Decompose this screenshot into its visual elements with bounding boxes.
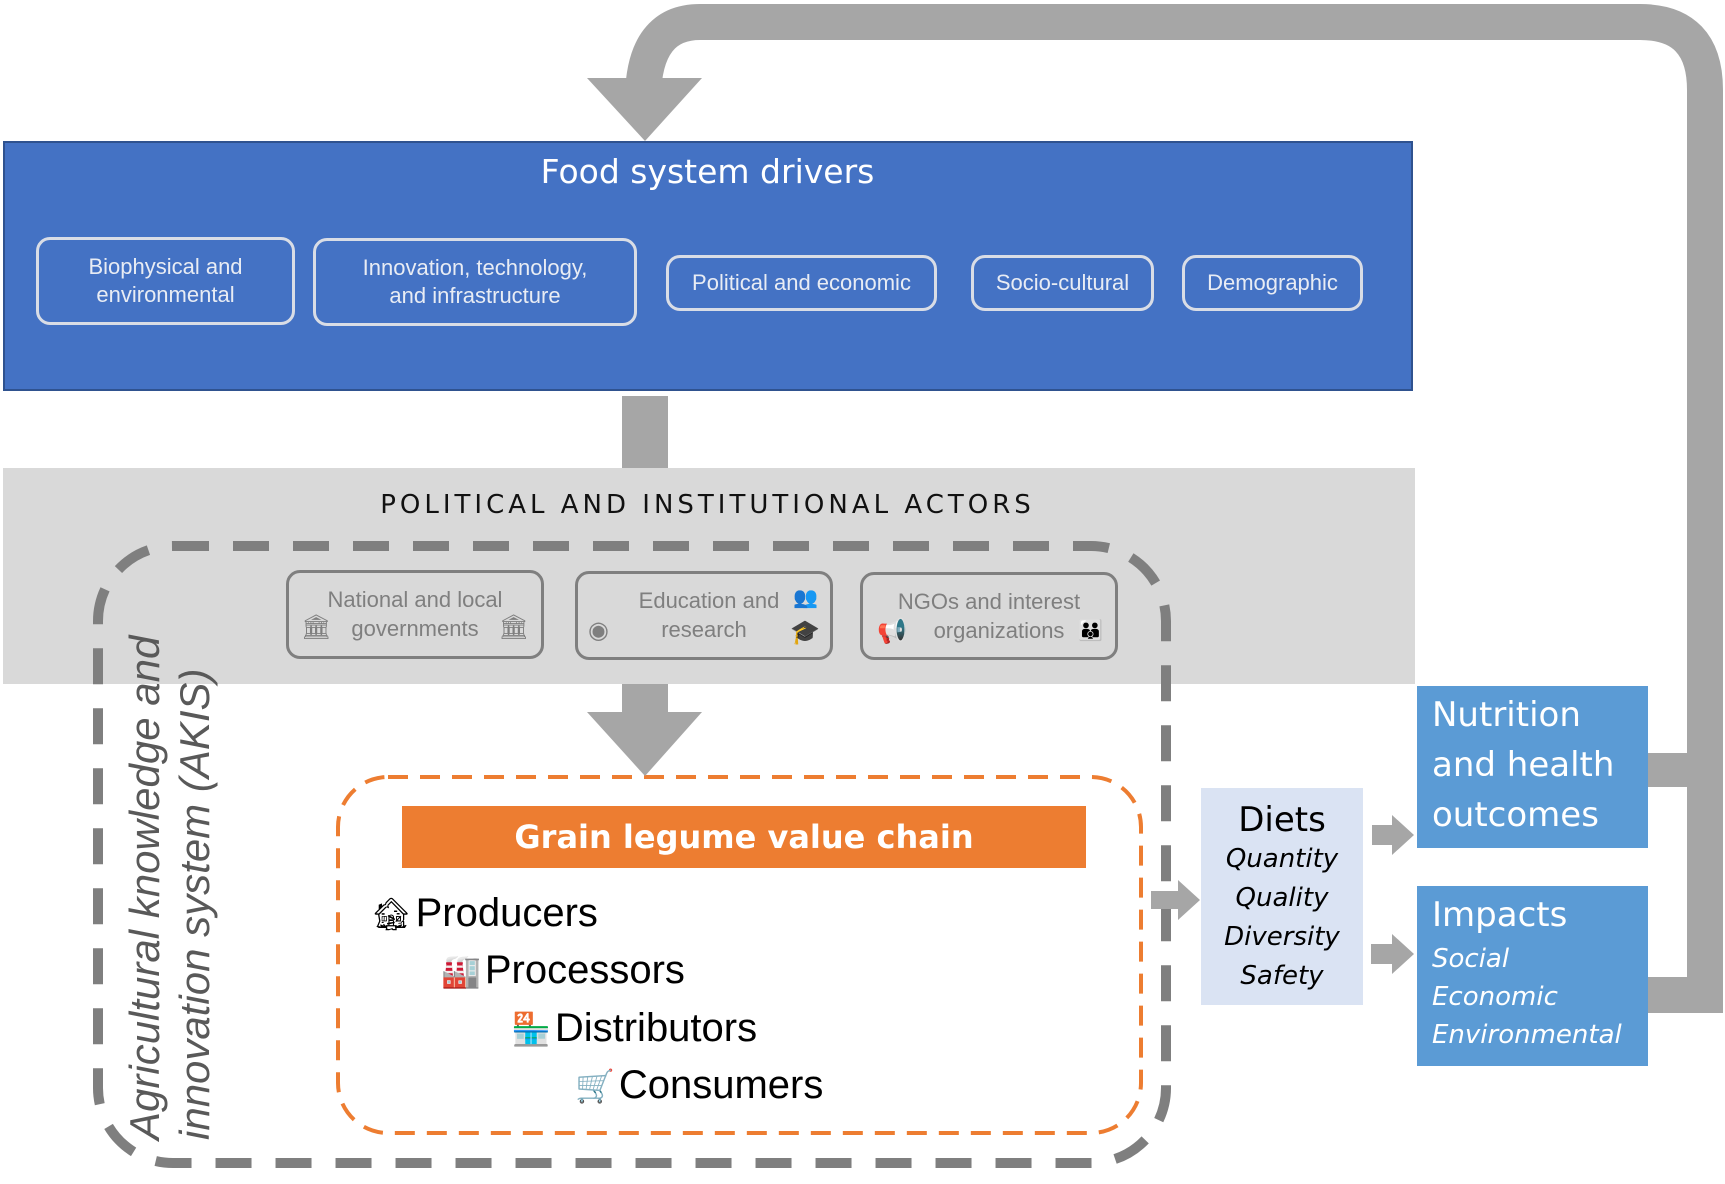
driver-innovation: Innovation, technology, and infrastructur… [313,238,637,326]
driver-label-line2: and infrastructure [389,283,561,308]
food-system-drivers-panel [3,141,1413,391]
stage-label: Processors [484,948,685,992]
value-chain-boundary [336,775,1143,1135]
stage-label: Distributors [554,1006,758,1050]
actor-governments: National and local governments 🏛 🏛 [286,570,544,659]
factory-icon: 🏭 [441,952,481,989]
actor-label-line2: organizations [933,618,1065,643]
diets-box: Diets Quantity Quality Diversity Safety [1201,788,1363,1005]
akis-boundary [93,541,1171,1168]
nutrition-line: and health [1432,745,1615,785]
value-chain-to-diets-arrow [1151,880,1200,920]
driver-label-line1: Biophysical and [88,254,243,279]
stage-label: Producers [415,891,598,935]
driver-label: Demographic [1207,270,1338,295]
impact-item: Economic [1432,982,1558,1012]
actor-education-research: Education and research 👥 ◉ 🎓 [575,571,833,660]
stage-producers: 🏚 Producers [371,891,598,936]
drivers-title: Food system drivers [540,152,875,191]
impact-item: Social [1432,944,1510,974]
actor-label-line1: Education and [638,588,780,613]
actor-label-line2: governments [351,616,479,641]
feedback-arrowhead [587,78,702,141]
driver-demographic: Demographic [1182,255,1363,311]
feedback-loop-arrow [625,3,1723,1013]
nutrition-health-outcomes-box: Nutrition and health outcomes [1417,686,1648,848]
diet-item: Diversity [1224,922,1340,952]
market-stall-icon: 🏪 [511,1010,551,1047]
akis-label-line2: innovation system (AKIS) [171,668,218,1140]
driver-political-economic: Political and economic [666,255,937,311]
akis-label: Agricultural knowledge and innovation sy… [120,636,220,1140]
driver-socio-cultural: Socio-cultural [971,255,1154,311]
stage-label: Consumers [618,1063,824,1107]
stage-processors: 🏭 Processors [441,948,685,993]
impacts-title: Impacts [1432,895,1568,935]
impacts-box: Impacts Social Economic Environmental [1417,886,1648,1066]
diets-to-impacts-arrow [1371,934,1414,974]
shopping-cart-icon: 🛒 [575,1067,615,1104]
actors-to-value-chain-shaft [622,684,668,714]
actor-label-line1: National and local [327,587,503,612]
actor-label-line2: research [661,617,747,642]
group-people-icon: 👪 [1078,620,1103,642]
megaphone-person-icon: 📢 [877,618,907,645]
diet-item: Quality [1235,883,1329,913]
actor-label-line1: NGOs and interest [897,589,1081,614]
diet-item: Quantity [1225,844,1339,874]
farm-barn-icon: 🏚 [371,895,412,932]
driver-label: Socio-cultural [995,270,1130,295]
coins-icon: ◉ [588,617,609,644]
government-building-icon: 🏛 [301,614,332,641]
diets-title: Diets [1238,800,1326,840]
actor-ngos: NGOs and interest organizations 📢 👪 [860,572,1118,660]
political-institutional-actors-panel [3,468,1415,684]
driver-label-line2: environmental [96,282,235,307]
impact-item: Environmental [1432,1020,1622,1050]
actors-title: POLITICAL AND INSTITUTIONAL ACTORS [380,490,1035,520]
graduation-cap-icon: 🎓 [790,619,820,646]
value-chain-title: Grain legume value chain [402,806,1086,868]
akis-label-line1: Agricultural knowledge and [121,635,168,1140]
stage-distributors: 🏪 Distributors [511,1006,757,1051]
driver-biophysical: Biophysical and environmental [36,237,295,325]
people-network-icon: 👥 [793,587,818,609]
diets-to-nutrition-arrow [1372,815,1414,855]
driver-label-line1: Innovation, technology, [362,255,588,280]
nutrition-line: Nutrition [1432,695,1581,735]
government-building-icon: 🏛 [498,614,529,641]
diet-item: Safety [1240,961,1324,991]
driver-label: Political and economic [692,270,911,295]
stage-consumers: 🛒 Consumers [575,1063,823,1108]
actors-to-value-chain-arrowhead [587,712,702,776]
drivers-to-actors-connector [622,396,668,470]
nutrition-line: outcomes [1432,795,1599,835]
